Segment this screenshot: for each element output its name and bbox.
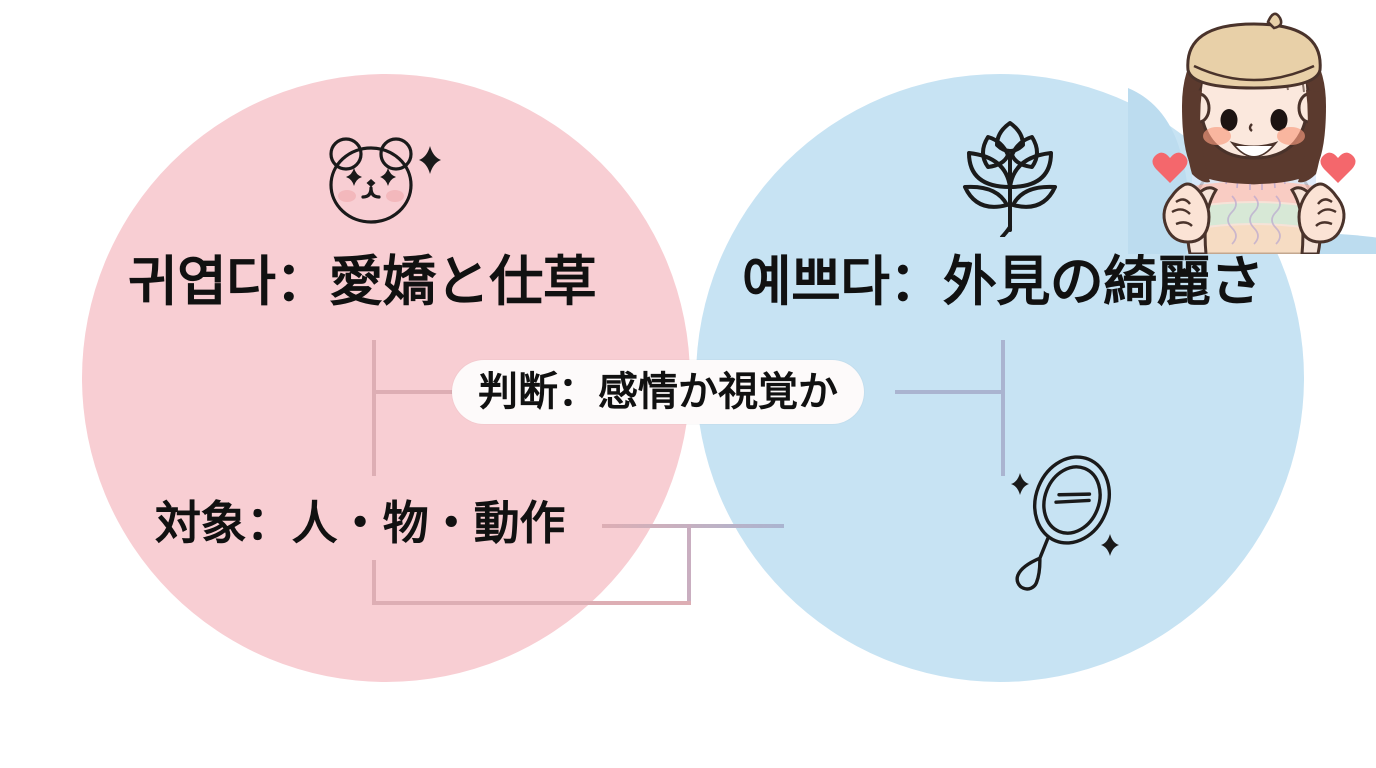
connector-left-horizontal xyxy=(372,390,482,394)
girl-finger-heart-illustration xyxy=(1128,0,1376,254)
heart-right xyxy=(1320,152,1356,183)
center-judgment-pill: 判断：感情か視覚か xyxy=(452,360,864,424)
connector-right-vertical xyxy=(1001,340,1005,476)
connector-lower-vertical xyxy=(687,524,691,605)
tulip-flower-icon xyxy=(955,115,1065,239)
connector-right-horizontal xyxy=(895,390,1005,394)
connector-left-vertical xyxy=(372,340,376,476)
heart-left xyxy=(1152,152,1188,183)
center-pill-label: 判断：感情か視覚か xyxy=(478,370,838,414)
connector-lower-horizontal-bottom xyxy=(372,601,691,605)
bear-face-sparkle-icon xyxy=(306,128,456,238)
left-circle-title: 귀엽다：愛嬌と仕草 xyxy=(128,252,597,312)
right-circle-title: 예쁘다：外見の綺麗さ xyxy=(742,252,1264,312)
connector-lower-left-stub xyxy=(372,560,376,605)
hand-mirror-sparkle-icon xyxy=(1000,448,1130,593)
left-circle-sublabel: 対象：人・物・動作 xyxy=(155,497,565,549)
connector-lower-horizontal-top xyxy=(602,524,784,528)
